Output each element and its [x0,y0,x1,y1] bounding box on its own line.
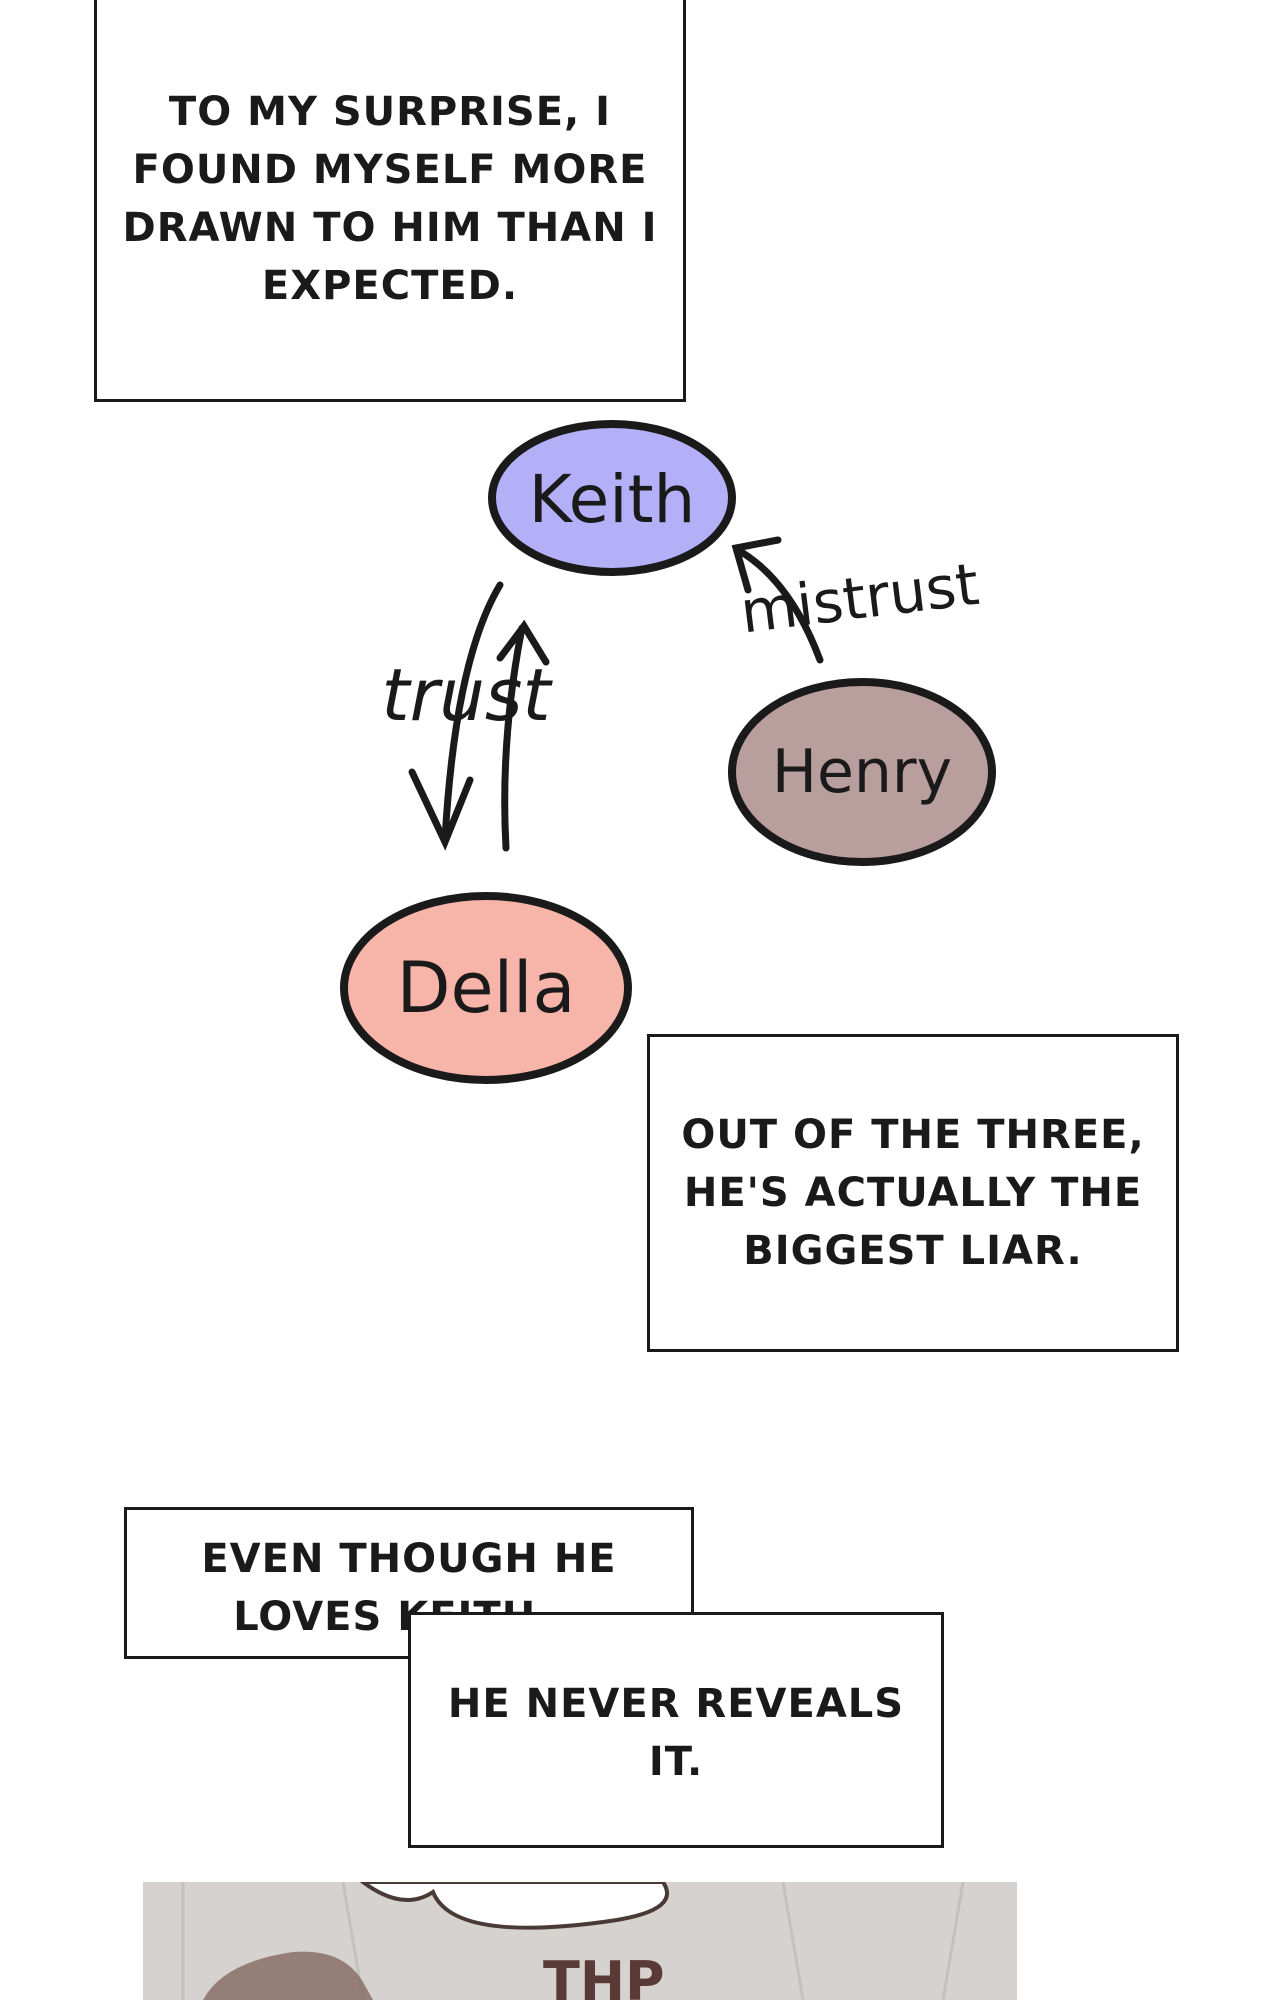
caption-box-loves-keith: EVEN THOUGH HE LOVES KEITH... [124,1507,694,1659]
character-hair [203,1951,373,2000]
caption-box-drawn-to-him: TO MY SURPRISE, I FOUND MYSELF MORE DRAW… [94,0,686,402]
caption-text: TO MY SURPRISE, I FOUND MYSELF MORE DRAW… [122,89,658,309]
trust-arrow-down [408,581,504,851]
della-bubble [340,892,632,1084]
relationship-diagram: Keith Henry Della trust mistrust [340,420,996,1084]
trust-label: trust [381,653,553,737]
henry-label: Henry [772,737,952,807]
comic-art-panel: THP [143,1882,1017,2000]
art-panel-drawing: THP [143,1882,1017,2000]
node-della: Della [340,892,632,1084]
trust-arrow-up [496,619,550,852]
della-label: Della [397,947,576,1029]
mistrust-arrow [731,536,824,664]
node-henry: Henry [728,678,996,866]
node-keith: Keith [488,420,736,576]
mistrust-label: mistrust [737,550,983,647]
sfx-text: THP [543,1950,665,2000]
henry-bubble [728,678,996,866]
caption-text: OUT OF THE THREE, HE'S ACTUALLY THE BIGG… [681,1112,1145,1274]
speech-bubble-top [359,1882,669,1930]
keith-label: Keith [529,461,696,538]
keith-bubble [488,420,736,576]
caption-box-never-reveals: HE NEVER REVEALS IT. [408,1612,944,1848]
caption-text: HE NEVER REVEALS IT. [447,1681,905,1785]
caption-box-biggest-liar: OUT OF THE THREE, HE'S ACTUALLY THE BIGG… [647,1034,1179,1352]
